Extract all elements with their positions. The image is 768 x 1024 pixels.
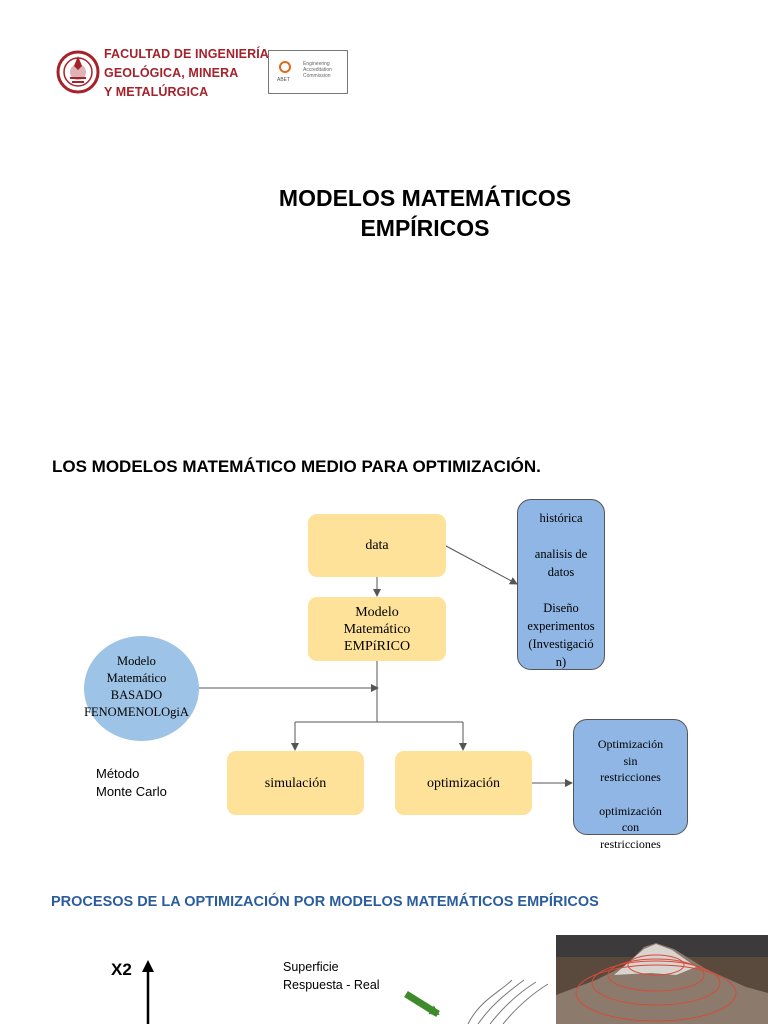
empirical-model-box: Modelo Matemático EMPíRICO	[308, 597, 446, 661]
mountain-contour-photo	[556, 935, 768, 1024]
opt-type-line-2: sin	[623, 753, 638, 768]
pheno-line-4: FENOMENOLOgiA	[84, 705, 189, 719]
surface-line-1: Superficie	[283, 960, 339, 974]
accreditation-ring-icon	[279, 61, 291, 73]
accreditation-logo: ABET Engineering Accreditation Commissio…	[268, 50, 348, 94]
monte-carlo-label: Método Monte Carlo	[96, 765, 167, 801]
model-line-1: Modelo	[355, 604, 399, 620]
faculty-line-1: FACULTAD DE INGENIERÍA	[104, 47, 269, 61]
title-line-2: EMPÍRICOS	[360, 215, 490, 241]
source-diseno-4: n)	[555, 655, 567, 669]
pheno-line-2: Matemático	[106, 671, 167, 685]
surface-line-2: Respuesta - Real	[283, 978, 380, 992]
page-title: MODELOS MATEMÁTICOS EMPÍRICOS	[0, 183, 768, 243]
model-line-2: Matemático	[343, 621, 411, 637]
phenomenological-model-label: Modelo Matemático BASADO FENOMENOLOgiA	[70, 653, 203, 721]
source-diseno-3: (Investigació	[528, 637, 594, 651]
optimization-types-box: Optimización sin restricciones optimizac…	[573, 719, 688, 851]
optimization-box: optimización	[395, 751, 532, 815]
source-diseno-1: Diseño	[543, 601, 579, 615]
axis-label-x2: X2	[111, 960, 132, 979]
source-diseno-2: experimentos	[527, 619, 595, 633]
source-historica: histórica	[539, 511, 583, 525]
university-seal-icon	[56, 50, 100, 94]
simulation-label: simulación	[264, 775, 327, 791]
surface-label: Superficie Respuesta - Real	[283, 958, 380, 994]
opt-type-line-6: con	[621, 820, 640, 834]
source-analisis-2: datos	[547, 565, 575, 579]
opt-type-line-1: Optimización	[597, 737, 664, 751]
pheno-line-3: BASADO	[110, 688, 163, 702]
phenomenological-model-ellipse	[84, 636, 199, 741]
accreditation-code: ABET	[277, 77, 291, 83]
data-sources-box: histórica analisis de datos Diseño exper…	[517, 499, 605, 670]
simulation-box: simulación	[227, 751, 364, 815]
accreditation-text: Engineering Accreditation Commission	[303, 61, 347, 79]
opt-type-line-3: restricciones	[600, 770, 661, 784]
accreditation-line-2: Accreditation	[303, 67, 332, 73]
faculty-line-3: Y METALÚRGICA	[104, 85, 209, 99]
pheno-line-1: Modelo	[117, 654, 156, 668]
data-box-label: data	[365, 538, 389, 553]
faculty-name: FACULTAD DE INGENIERÍA GEOLÓGICA, MINERA…	[104, 45, 269, 102]
faculty-line-2: GEOLÓGICA, MINERA	[104, 66, 239, 80]
accreditation-line-3: Commission	[303, 73, 331, 79]
model-line-3: EMPíRICO	[343, 638, 411, 654]
monte-carlo-line-1: Método	[96, 766, 140, 781]
title-line-1: MODELOS MATEMÁTICOS	[278, 185, 572, 211]
source-analisis-1: analisis de	[534, 547, 588, 561]
optimization-label: optimización	[426, 775, 501, 791]
opt-type-line-5: optimización	[599, 803, 662, 818]
processes-title: PROCESOS DE LA OPTIMIZACIÓN POR MODELOS …	[51, 894, 599, 910]
data-box: data	[308, 514, 446, 577]
accreditation-line-1: Engineering	[303, 61, 330, 67]
opt-type-line-7: restricciones	[600, 836, 661, 851]
monte-carlo-line-2: Monte Carlo	[96, 784, 167, 799]
section-title: LOS MODELOS MATEMÁTICO MEDIO PARA OPTIMI…	[52, 457, 541, 476]
